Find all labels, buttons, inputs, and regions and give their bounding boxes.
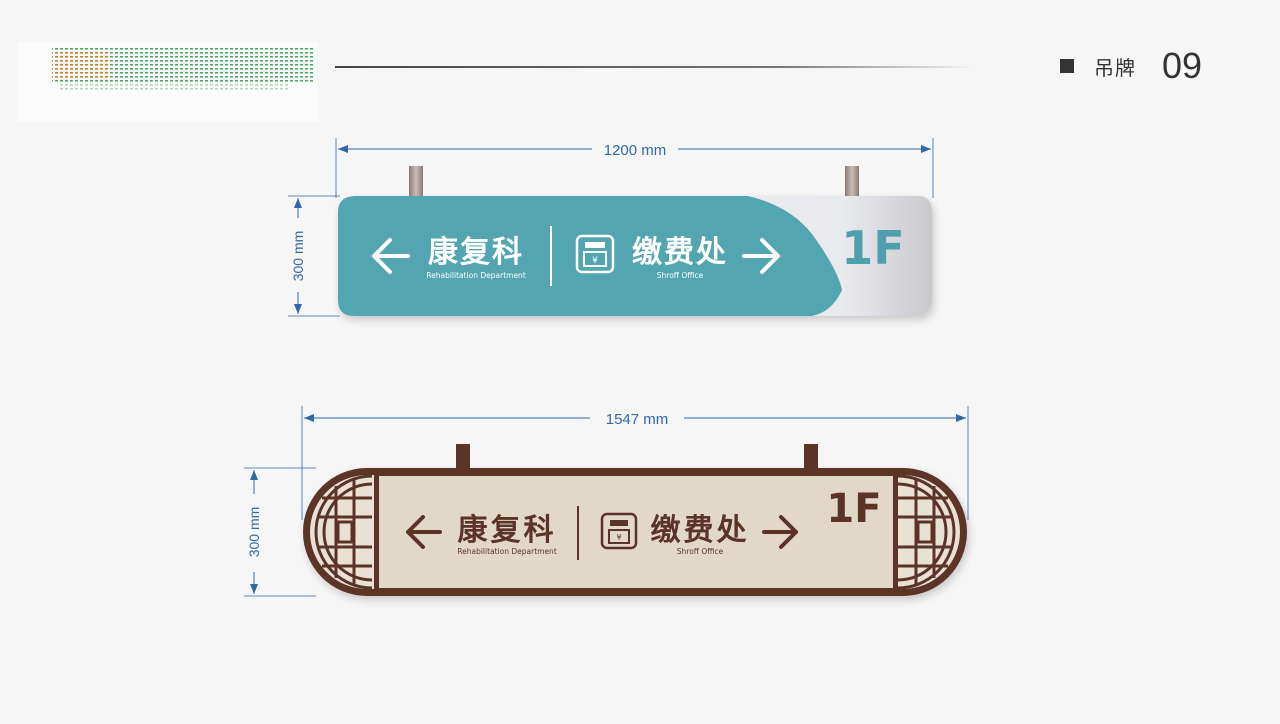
payment-icon: ¥ xyxy=(575,234,615,274)
sign2-right-text: 缴费处 xyxy=(651,513,750,548)
sign-modern: 1200 mm 300 mm 康复科 Rehabilitation Depart… xyxy=(288,138,934,317)
sign2-hanger-left xyxy=(456,444,470,470)
sign-traditional: 1547 mm 300 mm xyxy=(244,406,969,597)
sign1-height-label: 300 mm xyxy=(290,231,306,282)
right-arrow-icon xyxy=(742,238,780,274)
decorative-halftone-logo xyxy=(18,42,318,122)
sign2-left-text: 康复科 xyxy=(458,513,557,548)
left-arrow-icon xyxy=(372,238,410,274)
svg-text:¥: ¥ xyxy=(616,533,621,542)
sign1-width-label: 1200 mm xyxy=(604,142,667,159)
sign1-left-text: 康复科 xyxy=(428,235,524,270)
sign2-width-label: 1547 mm xyxy=(606,411,669,428)
header-rule xyxy=(335,66,975,68)
lattice-pattern xyxy=(314,474,373,590)
right-arrow-icon xyxy=(762,515,798,549)
sign2-floor: 1F xyxy=(826,486,881,532)
sign1-right-sub: Shroff Office xyxy=(657,271,704,280)
section-name: 吊牌 xyxy=(1094,55,1136,80)
sign2-hanger-right xyxy=(804,444,818,470)
bullet-square-icon xyxy=(1060,59,1074,73)
sign1-teal-panel xyxy=(338,196,842,316)
sign1-left-sub: Rehabilitation Department xyxy=(426,271,526,280)
svg-text:¥: ¥ xyxy=(592,256,598,266)
sign1-floor: 1F xyxy=(841,221,904,275)
section-label: 吊牌 09 xyxy=(1060,45,1203,86)
sign1-post-left xyxy=(409,166,423,198)
payment-icon: ¥ xyxy=(600,512,638,550)
sign1-post-right xyxy=(845,166,859,198)
sign2-left-sub: Rehabilitation Department xyxy=(457,547,557,556)
left-arrow-icon xyxy=(406,515,442,549)
sign2-right-sub: Shroff Office xyxy=(677,547,724,556)
lattice-pattern xyxy=(897,474,956,590)
sign1-right-text: 缴费处 xyxy=(632,235,728,270)
sign2-height-label: 300 mm xyxy=(246,507,262,558)
page-number: 09 xyxy=(1162,45,1203,86)
